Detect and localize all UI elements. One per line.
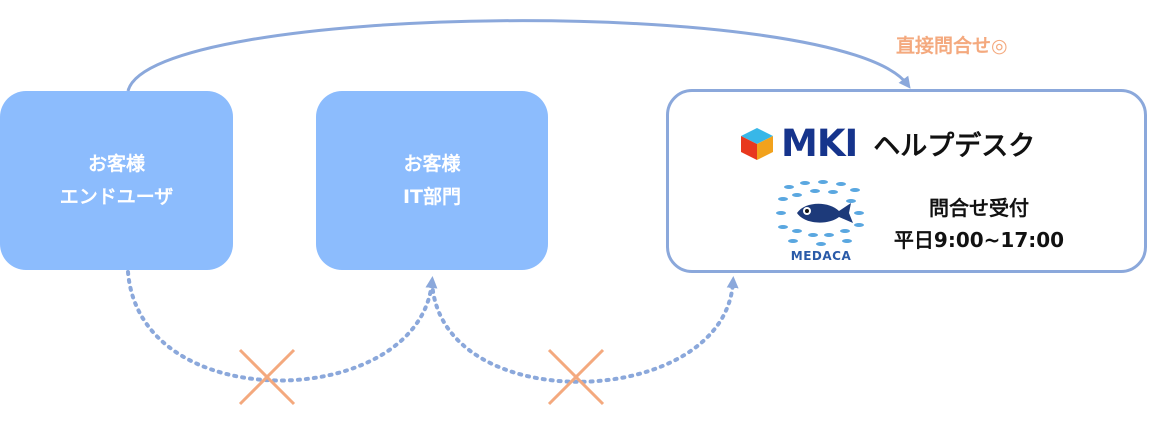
helpdesk-info-line1: 問合せ受付 <box>929 196 1029 220</box>
itdept-to-helpdesk-arrow <box>430 276 739 384</box>
end-user-node: お客様 エンドユーザ <box>0 91 233 270</box>
it-dept-node: お客様 IT部門 <box>316 91 548 270</box>
helpdesk-header: MKI ヘルプデスク <box>739 124 1035 163</box>
not-allowed-cross-2 <box>547 348 605 406</box>
helpdesk-info-line2: 平日9:00~17:00 <box>893 228 1065 252</box>
helpdesk-title: ヘルプデスク <box>873 131 1036 162</box>
not-allowed-cross-1 <box>238 348 296 406</box>
medaca-fish-icon <box>776 180 864 246</box>
mki-cube-logo-icon <box>741 127 773 160</box>
medaca-mascot: MEDACA <box>775 177 867 269</box>
mki-brand-text: MKI <box>781 121 858 165</box>
end-user-line1: お客様 <box>87 152 145 175</box>
direct-inquiry-arrow <box>126 19 911 92</box>
medaca-label: MEDACA <box>790 249 852 263</box>
helpdesk-hours: 問合せ受付 平日9:00~17:00 <box>889 192 1069 256</box>
helpdesk-node: MKI ヘルプデスク <box>666 89 1147 273</box>
direct-inquiry-label: 直接問合せ◎ <box>896 35 1008 57</box>
it-dept-line2: IT部門 <box>402 185 462 208</box>
enduser-to-itdept-arrow <box>126 270 438 383</box>
end-user-line2: エンドユーザ <box>59 185 174 208</box>
it-dept-line1: お客様 <box>403 152 461 175</box>
